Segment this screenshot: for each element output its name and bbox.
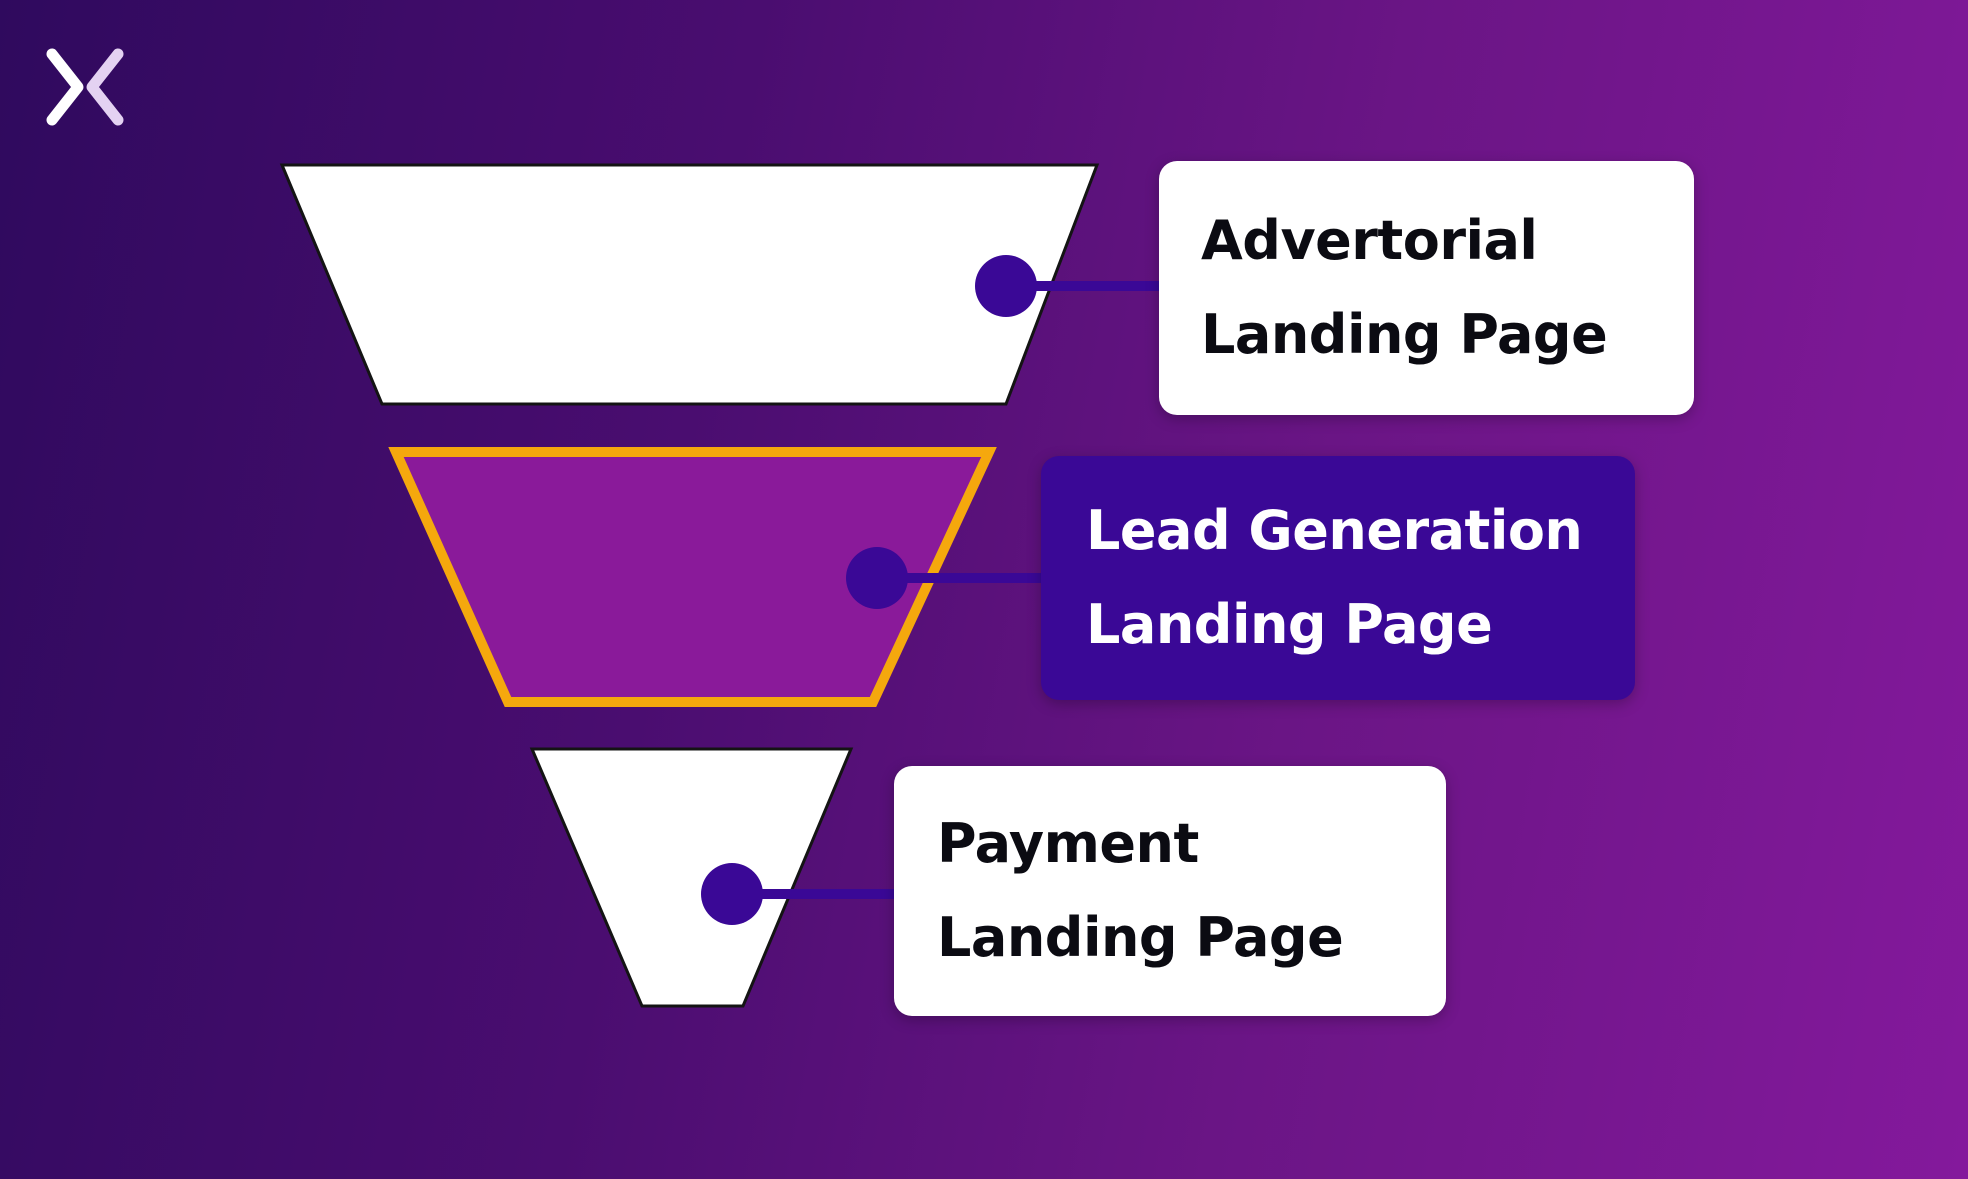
funnel-stage-lead-generation xyxy=(388,447,997,707)
funnel-stage-payment xyxy=(529,747,854,1008)
x-chevrons-logo-icon xyxy=(46,48,124,126)
stage-label-line: Landing Page xyxy=(1086,593,1493,656)
stage-label-payment: Payment Landing Page xyxy=(894,766,1446,1016)
stage-label-line: Landing Page xyxy=(937,906,1344,969)
stage-label-line: Advertorial xyxy=(1201,209,1538,272)
stage-label-line: Lead Generation xyxy=(1086,499,1583,562)
funnel-stage-advertorial xyxy=(279,163,1100,406)
stage-label-line: Payment xyxy=(937,812,1199,875)
stage-label-advertorial: Advertorial Landing Page xyxy=(1159,161,1694,415)
connector-dot-advertorial xyxy=(975,255,1037,317)
connector-dot-lead-generation xyxy=(846,547,908,609)
stage-label-lead-generation: Lead Generation Landing Page xyxy=(1041,456,1635,700)
connector-dot-payment xyxy=(701,863,763,925)
stage-label-line: Landing Page xyxy=(1201,303,1608,366)
